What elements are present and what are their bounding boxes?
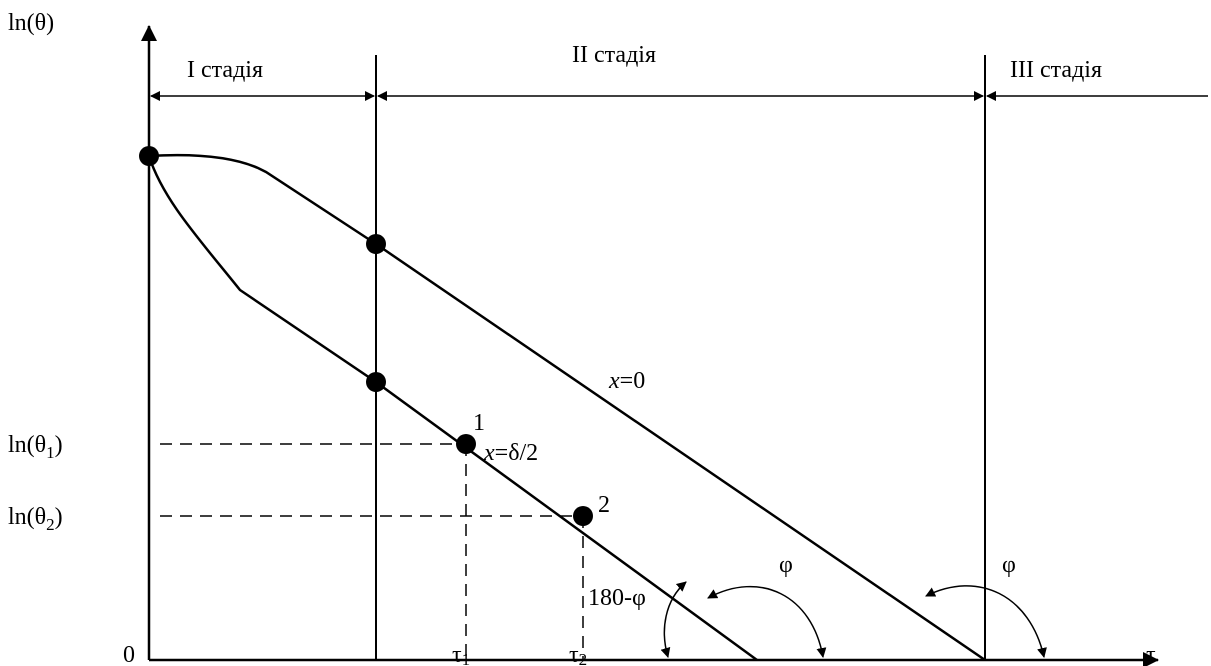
- x-tick-tau2-sub: 2: [579, 650, 588, 666]
- start-point: [139, 146, 159, 166]
- point-2-marker: [573, 506, 593, 526]
- surface-curve: [148, 153, 986, 662]
- angle-180-minus-phi-label: 180-φ: [588, 585, 646, 611]
- x-tick-tau2: τ2: [569, 642, 587, 666]
- y-tick-ln-theta1-close: ): [55, 432, 63, 458]
- center-curve: [147, 155, 758, 662]
- center-stage-boundary-point: [366, 372, 386, 392]
- surface-stage-boundary-point: [366, 234, 386, 254]
- angle-phi-arc-2: [925, 585, 1047, 658]
- x-tick-tau1: τ1: [452, 642, 470, 666]
- center-curve-label-var: x: [483, 440, 495, 466]
- surface-curve-label-eq: =0: [620, 368, 646, 394]
- surface-curve-label: x=0: [608, 368, 645, 394]
- center-curve-label: x=δ/2: [483, 440, 538, 466]
- y-tick-ln-theta2-sub: 2: [46, 515, 55, 534]
- y-tick-ln-theta1: ln(θ1): [8, 432, 63, 462]
- y-tick-ln-theta2-main: ln(θ: [8, 504, 46, 530]
- angle-phi-label-1: φ: [779, 552, 793, 578]
- angle-phi-label-2: φ: [1002, 552, 1016, 578]
- angle-180-minus-phi-arc: [660, 581, 687, 658]
- surface-curve-label-var: x: [608, 368, 620, 394]
- point-2-label: 2: [598, 492, 610, 518]
- origin-label: 0: [123, 642, 135, 666]
- y-tick-ln-theta1-sub: 1: [46, 443, 55, 462]
- point-1-label: 1: [473, 410, 485, 436]
- angle-phi-arc-1: [707, 585, 827, 658]
- y-tick-ln-theta2: ln(θ2): [8, 504, 63, 534]
- x-tick-tau1-main: τ: [452, 642, 462, 666]
- y-axis-label: ln(θ): [8, 10, 54, 36]
- stage-1-label: І стадія: [187, 57, 263, 83]
- y-tick-ln-theta1-main: ln(θ: [8, 432, 46, 458]
- x-tick-tau1-sub: 1: [462, 650, 471, 666]
- y-tick-ln-theta2-close: ): [55, 504, 63, 530]
- point-1-marker: [456, 434, 476, 454]
- center-curve-label-eq: =δ/2: [495, 440, 539, 466]
- x-axis-label: τ: [1146, 642, 1156, 666]
- stage-3-label: ІІІ стадія: [1010, 57, 1102, 83]
- stage-2-label: ІІ стадія: [572, 42, 656, 68]
- x-tick-tau2-main: τ: [569, 642, 579, 666]
